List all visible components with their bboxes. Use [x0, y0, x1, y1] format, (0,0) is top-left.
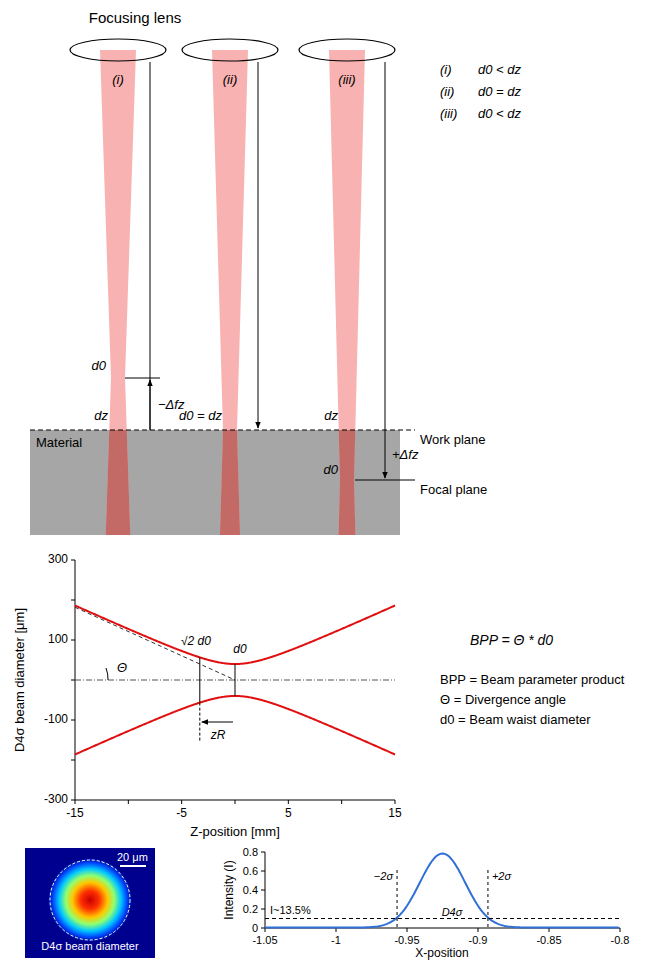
annotation-label: -5 [176, 807, 187, 821]
annotation-label: -300 [44, 793, 68, 807]
annotation-label: √2 d0 [181, 635, 211, 649]
annotation-label: Focal plane [420, 483, 487, 498]
annotation-label: -0.9 [469, 934, 488, 947]
annotation-label: 100 [48, 633, 68, 647]
annotation-label: d0 [324, 463, 338, 478]
annotation-label: BPP = Θ * d0 [470, 632, 553, 648]
annotation-label: Θ [117, 661, 127, 676]
annotation-label: +Δfz [392, 448, 418, 463]
annotation-label: Work plane [420, 433, 486, 448]
annotation-label: d0 [92, 359, 106, 374]
annotation-label: (iii) [440, 107, 457, 122]
annotation-label: dz [94, 409, 108, 424]
annotation-label: d0 = dz [478, 85, 521, 100]
annotation-label: -0.8 [611, 934, 630, 947]
laser-beams [70, 39, 395, 535]
annotation-label: D4σ beam diameter [μm] [13, 608, 28, 752]
annotation-label: 0.6 [243, 865, 258, 878]
annotation-label: 5 [285, 807, 292, 821]
annotation-label: Focusing lens [89, 9, 182, 26]
annotation-label: 15 [388, 807, 401, 821]
annotation-label: X-position [415, 947, 468, 961]
annotation-label: 300 [48, 553, 68, 567]
beam-image-panel: 20 μm D4σ beam diameter [25, 848, 155, 958]
annotation-label: 0.2 [243, 903, 258, 916]
annotation-label: zR [211, 729, 226, 743]
annotation-label: D4σ [442, 906, 463, 919]
annotation-label: Z-position [mm] [190, 825, 280, 840]
annotation-label: (i) [112, 73, 124, 88]
annotation-label: Θ = Divergence angle [440, 693, 566, 708]
intensity-plot [261, 852, 620, 932]
focus-marks [30, 62, 415, 480]
annotation-label: d0 = Beam waist diameter [440, 713, 591, 728]
annotation-label: 0 [252, 922, 258, 935]
annotation-label: (i) [440, 63, 452, 78]
annotation-label: Intensity (I) [223, 860, 237, 919]
annotation-label: dz [324, 409, 338, 424]
beam-image [25, 848, 155, 958]
annotation-label: I~13.5% [270, 904, 311, 917]
annotation-label: +2σ [492, 870, 511, 883]
annotation-label: d0 [233, 643, 246, 657]
annotation-label: −2σ [374, 870, 393, 883]
node-text: 20 μm [117, 851, 148, 864]
annotation-label: d0 < dz [478, 107, 521, 122]
annotation-label: -1 [331, 934, 341, 947]
annotation-label: BPP = Beam parameter product [440, 673, 624, 688]
annotation-label: d0 = dz [179, 409, 222, 424]
caustic-plot [71, 560, 395, 804]
annotation-label: d0 < dz [478, 63, 521, 78]
material-region: Material [30, 430, 400, 535]
annotation-label: -1.05 [252, 934, 277, 947]
annotation-label: -0.95 [394, 934, 419, 947]
annotation-label: (ii) [223, 73, 237, 88]
annotation-label: -100 [44, 713, 68, 727]
annotation-label: -15 [66, 807, 83, 821]
node-text: Material [36, 436, 82, 451]
node-text: D4σ beam diameter [41, 940, 138, 953]
annotation-label: (ii) [440, 85, 454, 100]
annotation-label: (iii) [338, 73, 355, 88]
annotation-label: 0.4 [243, 884, 258, 897]
annotation-label: -0.85 [536, 934, 561, 947]
annotation-label: 0.8 [243, 846, 258, 859]
